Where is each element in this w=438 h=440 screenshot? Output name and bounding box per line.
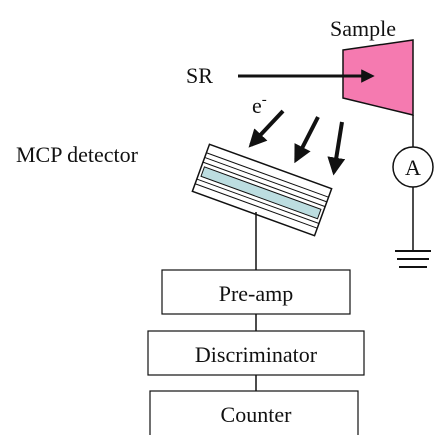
- electron-arrow-3: [327, 121, 346, 176]
- counter-label: Counter: [221, 402, 293, 427]
- preamp-box: [161, 269, 351, 315]
- electron-arrow-1: [248, 109, 285, 148]
- ammeter-label: A: [405, 155, 421, 180]
- electron-arrow-2: [294, 116, 320, 164]
- mcp-detector-label: MCP detector: [16, 142, 139, 167]
- sr-label: SR: [186, 63, 213, 88]
- mcp-plate: [200, 166, 322, 220]
- ground-symbol: [395, 250, 431, 268]
- electron-label: e-: [252, 92, 267, 118]
- sample-label: Sample: [330, 16, 396, 41]
- discriminator-box: [147, 330, 365, 376]
- discriminator-label: Discriminator: [195, 342, 318, 367]
- preamp-label: Pre-amp: [219, 281, 294, 306]
- mcp-detector: [191, 143, 333, 237]
